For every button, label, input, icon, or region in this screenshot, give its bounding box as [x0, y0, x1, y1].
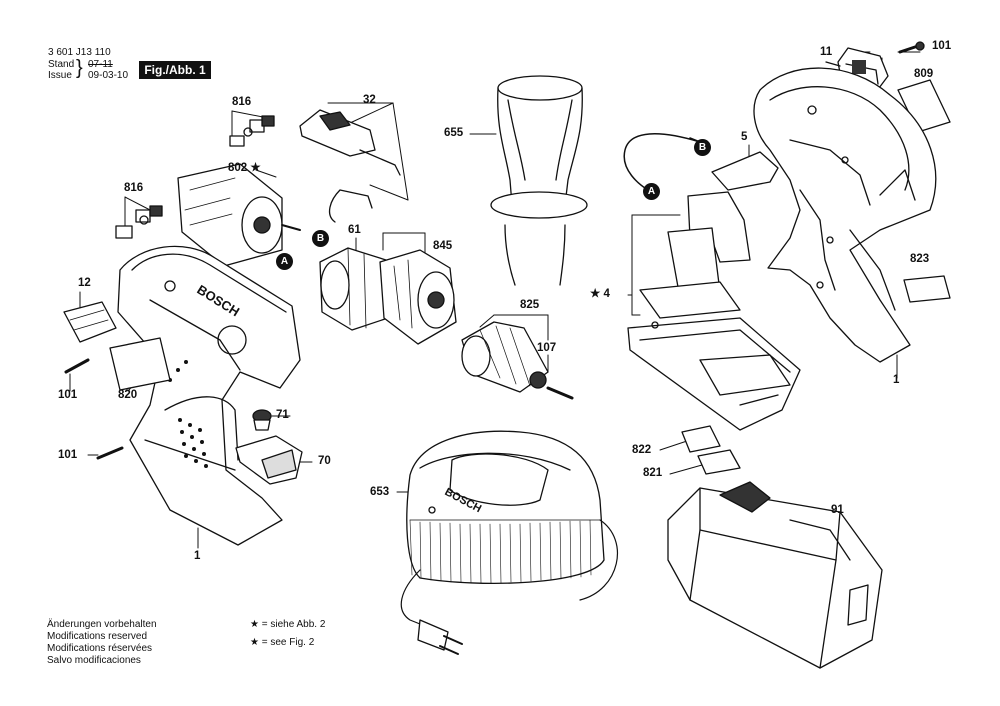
footer-note-en: Modifications reserved — [47, 631, 148, 642]
part-number: 3 601 J13 110 — [48, 47, 111, 58]
label-1-right: 1 — [893, 374, 900, 386]
issue-label: Issue — [48, 70, 72, 81]
stand-label: Stand — [48, 59, 75, 70]
label-101-left: 101 — [58, 389, 78, 401]
label-1-left: 1 — [194, 550, 201, 562]
label-655: 655 — [444, 127, 464, 139]
label-845: 845 — [433, 240, 453, 252]
label-653: 653 — [370, 486, 390, 498]
part-823-plate — [903, 275, 951, 303]
part-91-battery — [667, 481, 883, 669]
part-653-charger — [400, 430, 618, 655]
label-12: 12 — [78, 277, 91, 289]
label-809: 809 — [914, 68, 934, 80]
label-816-top: 816 — [232, 96, 252, 108]
label-32: 32 — [363, 94, 376, 106]
label-823: 823 — [910, 253, 930, 265]
part-12-switch — [63, 301, 117, 343]
label-825: 825 — [520, 299, 540, 311]
part-70-trigger — [235, 435, 303, 485]
part-1-left-housing — [117, 245, 301, 546]
part-101-screw-bottom — [96, 446, 124, 460]
wire-harness — [623, 133, 701, 191]
part-5-clip — [711, 151, 779, 191]
part-822-plate — [681, 425, 721, 453]
part-32-cover — [299, 109, 401, 223]
stand-brace: } — [76, 57, 83, 79]
label-70: 70 — [318, 455, 331, 467]
part-825-chuck — [461, 321, 549, 393]
marker-a-motor: A — [276, 253, 293, 270]
footer-note-es: Salvo modificaciones — [47, 655, 141, 666]
label-5: 5 — [741, 131, 748, 143]
label-821: 821 — [643, 467, 663, 479]
part-107-screw — [546, 386, 574, 400]
footer-note-fr: Modifications réservées — [47, 643, 153, 654]
label-820: 820 — [118, 389, 138, 401]
part-71-spring — [252, 409, 272, 431]
marker-a-wire: A — [643, 183, 660, 200]
footer-note-de: Änderungen vorbehalten — [47, 619, 157, 630]
part-816-brushes-left — [115, 205, 163, 239]
part-821-plate — [697, 449, 741, 475]
marker-b-gearbox: B — [312, 230, 329, 247]
part-4-electronics — [627, 191, 801, 431]
footer-star-en: ★ = see Fig. 2 — [250, 637, 315, 648]
label-61: 61 — [348, 224, 361, 236]
part-820-plate — [109, 337, 171, 391]
stand-value: 07-11 — [88, 59, 113, 70]
leader-lines — [69, 51, 921, 549]
part-802-motor — [177, 163, 301, 267]
label-71: 71 — [276, 409, 289, 421]
part-816-brushes-top — [229, 115, 275, 147]
label-802: 802 ★ — [228, 162, 261, 174]
figure-label: Fig./Abb. 1 — [139, 61, 211, 79]
label-4: ★ 4 — [590, 288, 610, 300]
label-101-bottom: 101 — [58, 449, 78, 461]
issue-value: 09-03-10 — [88, 70, 129, 81]
footer-star-de: ★ = siehe Abb. 2 — [250, 619, 326, 630]
marker-b-wire: B — [694, 139, 711, 156]
part-61-gearbox — [319, 247, 389, 331]
part-1-right-housing — [753, 67, 937, 363]
label-822: 822 — [632, 444, 652, 456]
part-101-screw-top — [898, 41, 925, 54]
label-11: 11 — [820, 46, 833, 58]
part-655-holder — [490, 75, 588, 286]
part-101-screw-left — [64, 358, 90, 374]
label-816-left: 816 — [124, 182, 144, 194]
label-101-top: 101 — [932, 40, 952, 52]
label-91: 91 — [831, 504, 844, 516]
part-845-gear-head — [379, 249, 457, 345]
label-107: 107 — [537, 342, 557, 354]
